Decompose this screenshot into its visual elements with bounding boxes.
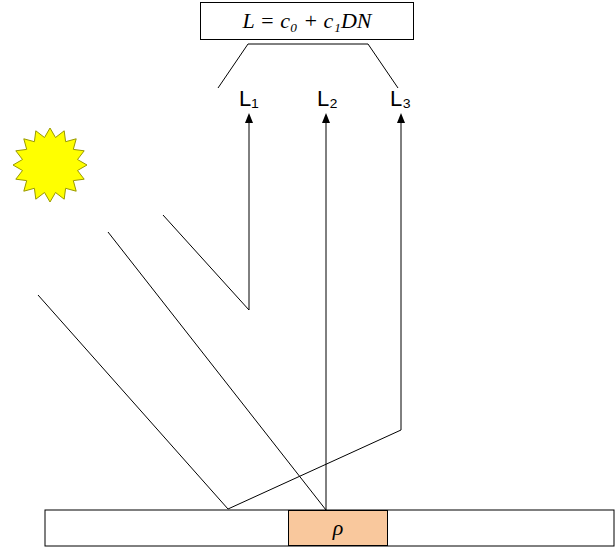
ground-surface <box>45 510 614 546</box>
target-pixel: ρ <box>288 510 388 546</box>
equation-box: L = c₀ + c₁DN <box>200 2 414 40</box>
radiance-label: L₁ <box>239 86 259 112</box>
sensor-cone <box>218 44 398 88</box>
surface-reflected-ray <box>108 118 326 510</box>
sun-symbol <box>13 128 87 202</box>
path-radiance-ray <box>163 118 249 310</box>
radiance-label: L₃ <box>390 86 411 112</box>
adjacency-ray <box>38 118 401 509</box>
radiance-equation: L = c₀ + c₁DN <box>243 8 372 34</box>
reflectance-symbol: ρ <box>333 515 344 541</box>
radiance-label: L₂ <box>317 86 338 112</box>
